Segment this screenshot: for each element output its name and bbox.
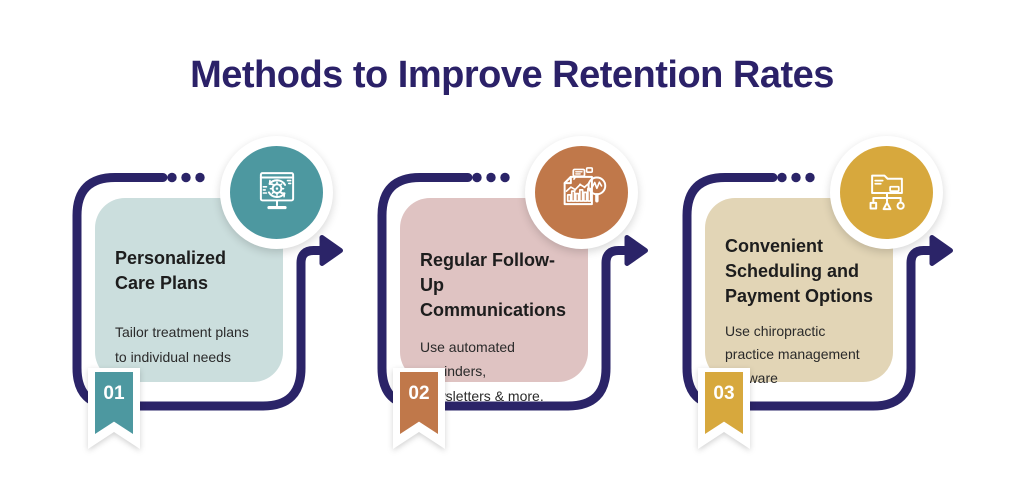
method-card-1: Personalized Care Plans Tailor treatment… bbox=[62, 130, 362, 475]
number-badge: 02 bbox=[393, 368, 445, 449]
icon-circle bbox=[830, 136, 943, 249]
dot-icon bbox=[181, 172, 191, 183]
card-title: Convenient Scheduling and Payment Option… bbox=[725, 236, 874, 307]
dot-icon bbox=[472, 172, 482, 183]
card-title: Personalized Care Plans bbox=[115, 248, 227, 294]
card-body: Tailor treatment plans to individual nee… bbox=[115, 324, 249, 366]
badge-ribbon: 03 bbox=[698, 368, 750, 449]
number-badge: 01 bbox=[88, 368, 140, 449]
dot-icon bbox=[486, 172, 496, 183]
dot-icon bbox=[805, 172, 815, 183]
dot-icon bbox=[167, 172, 177, 183]
dot-icon bbox=[500, 172, 510, 183]
arrow-right-icon bbox=[929, 235, 953, 266]
badge-ribbon: 01 bbox=[88, 368, 140, 449]
method-card-3: Convenient Scheduling and Payment Option… bbox=[672, 130, 972, 475]
report-analysis-icon bbox=[563, 166, 606, 205]
arrow-right-icon bbox=[624, 235, 648, 266]
dot-icon bbox=[777, 172, 787, 183]
badge-number: 03 bbox=[713, 383, 735, 404]
method-card-2: Regular Follow-Up Communications Use aut… bbox=[367, 130, 667, 475]
folder-hierarchy-icon bbox=[869, 174, 905, 210]
presentation-process-icon bbox=[259, 171, 294, 209]
icon-circle bbox=[220, 136, 333, 249]
card-title: Regular Follow-Up Communications bbox=[420, 250, 567, 321]
arrow-right-icon bbox=[319, 235, 343, 266]
badge-number: 01 bbox=[103, 383, 125, 404]
badge-number: 02 bbox=[408, 383, 430, 404]
badge-ribbon: 02 bbox=[393, 368, 445, 449]
dot-icon bbox=[195, 172, 205, 183]
page-title: Methods to Improve Retention Rates bbox=[190, 54, 834, 96]
icon-circle bbox=[525, 136, 638, 249]
number-badge: 03 bbox=[698, 368, 750, 449]
dot-icon bbox=[791, 172, 801, 183]
card-body: Use automated reminders, newsletters & m… bbox=[420, 338, 544, 405]
